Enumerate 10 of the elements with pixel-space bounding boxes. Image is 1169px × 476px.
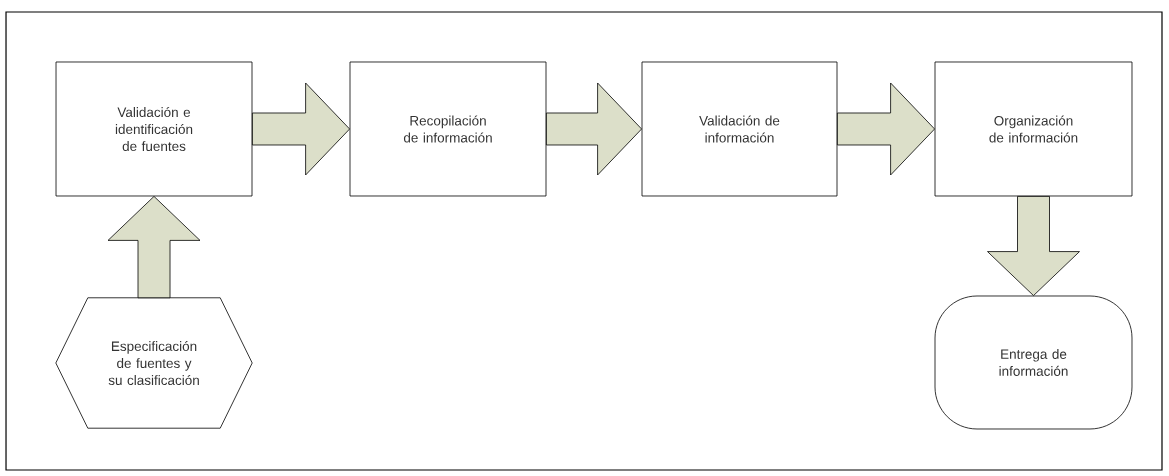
process-box: Organización de información xyxy=(934,61,1133,197)
block-arrow xyxy=(546,82,642,176)
process-box: Recopilación de información xyxy=(349,61,547,197)
preparation-hexagon: Especificación de fuentes y su clasificación xyxy=(55,297,253,429)
process-box: Validación de información xyxy=(641,61,838,197)
block-arrow xyxy=(107,196,201,299)
block-arrow xyxy=(252,82,350,176)
block-arrow xyxy=(837,82,935,176)
process-box: Validación e identificación de fuentes xyxy=(55,61,253,197)
block-arrow xyxy=(987,196,1080,296)
